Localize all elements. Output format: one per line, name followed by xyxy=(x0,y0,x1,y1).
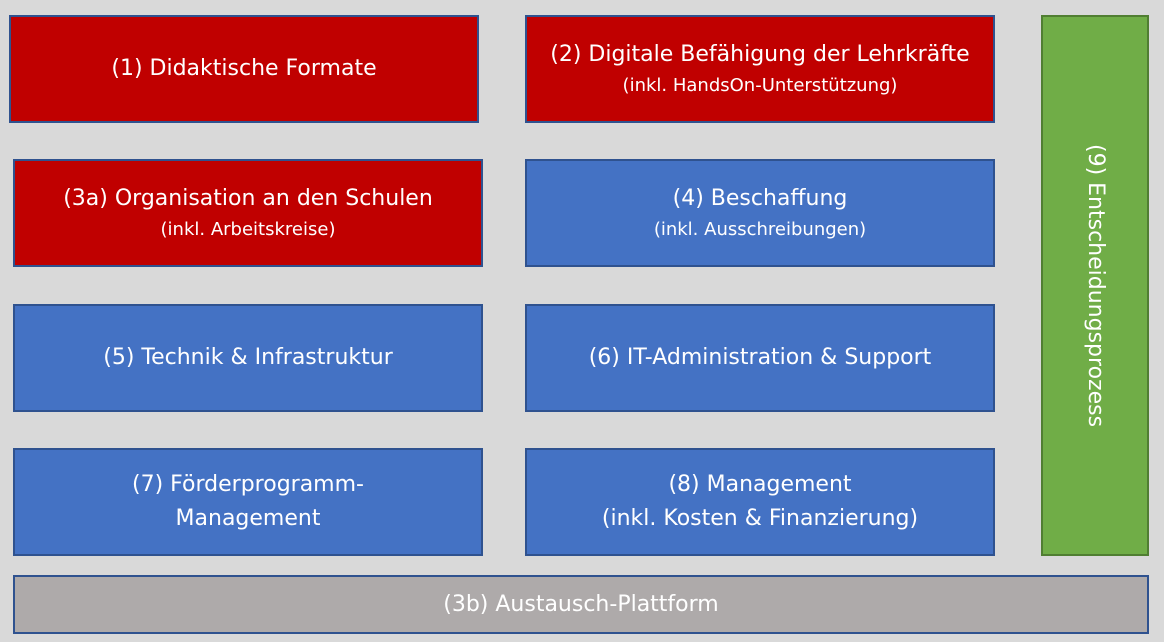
box-subtitle: (inkl. HandsOn-Unterstützung) xyxy=(622,75,898,96)
box-subtitle: (inkl. Arbeitskreise) xyxy=(160,219,336,240)
box-title: (5) Technik & Infrastruktur xyxy=(103,345,393,370)
box-title: (3b) Austausch-Plattform xyxy=(443,591,719,617)
box-management: (8) Management (inkl. Kosten & Finanzier… xyxy=(525,448,995,556)
box-entscheidungsprozess: (9) Entscheidungsprozess xyxy=(1041,15,1149,556)
box-title: (3a) Organisation an den Schulen xyxy=(63,186,433,211)
box-subtitle: (inkl. Ausschreibungen) xyxy=(653,219,867,240)
box-digitale-befaehigung: (2) Digitale Befähigung der Lehrkräfte (… xyxy=(525,15,995,123)
box-title: (4) Beschaffung xyxy=(672,186,848,211)
box-organisation-schulen: (3a) Organisation an den Schulen (inkl. … xyxy=(13,159,483,267)
box-technik-infrastruktur: (5) Technik & Infrastruktur xyxy=(13,304,483,412)
box-title-line-1: (7) Förderprogramm- xyxy=(132,472,364,497)
box-beschaffung: (4) Beschaffung (inkl. Ausschreibungen) xyxy=(525,159,995,267)
box-title-line-2: Management xyxy=(175,506,321,531)
box-title: (8) Management xyxy=(668,472,852,497)
box-title: (2) Digitale Befähigung der Lehrkräfte xyxy=(550,42,970,67)
box-title: (6) IT-Administration & Support xyxy=(588,345,932,370)
box-didaktische-formate: (1) Didaktische Formate xyxy=(9,15,479,123)
box-austausch-plattform: (3b) Austausch-Plattform xyxy=(13,575,1149,634)
box-foerderprogramm-management: (7) Förderprogramm- Management xyxy=(13,448,483,556)
box-title: (1) Didaktische Formate xyxy=(111,56,377,81)
box-title: (9) Entscheidungsprozess xyxy=(1083,143,1108,428)
box-subtitle: (inkl. Kosten & Finanzierung) xyxy=(601,506,919,531)
box-it-administration: (6) IT-Administration & Support xyxy=(525,304,995,412)
